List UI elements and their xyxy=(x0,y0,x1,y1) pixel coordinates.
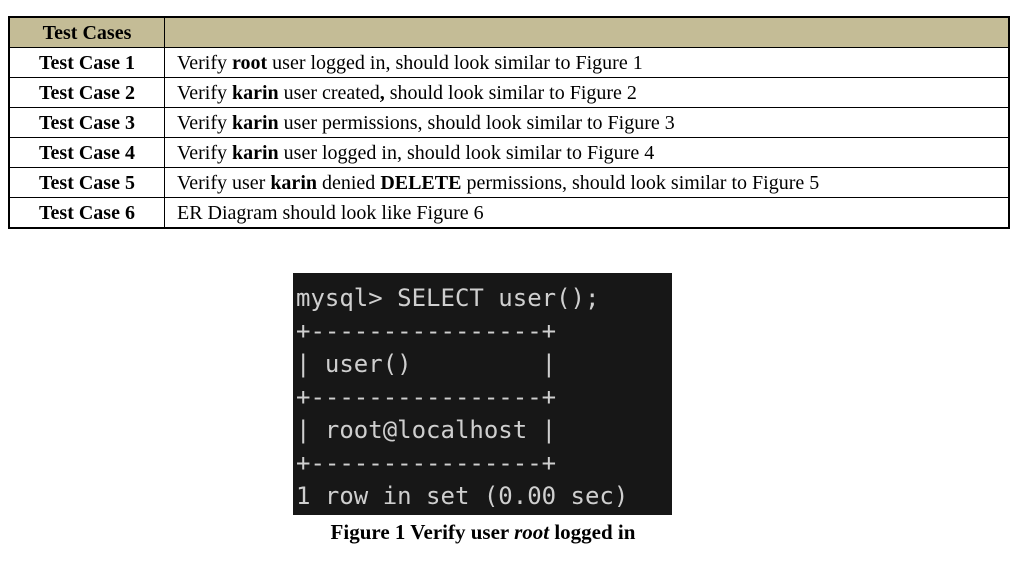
test-case-description: Verify karin user permissions, should lo… xyxy=(164,107,1010,138)
text-segment: karin xyxy=(231,81,279,104)
figure-caption: Figure 1 Verify user root logged in xyxy=(293,520,673,545)
test-case-label: Test Case 4 xyxy=(8,137,165,168)
text-segment: user logged in, should look similar to F… xyxy=(278,141,655,164)
text-segment: ER Diagram should look like Figure 6 xyxy=(177,201,484,224)
table-header-title: Test Cases xyxy=(8,16,165,48)
table-header-empty-cell xyxy=(164,16,1010,48)
table-row: Test Case 6 ER Diagram should look like F… xyxy=(8,197,1010,229)
test-case-description: ER Diagram should look like Figure 6 xyxy=(164,197,1010,229)
text-segment: Verify xyxy=(177,141,232,164)
text-segment: user created xyxy=(278,81,380,104)
text-segment: karin xyxy=(270,171,317,194)
test-case-label: Test Case 2 xyxy=(8,77,165,108)
test-case-label: Test Case 6 xyxy=(8,197,165,229)
terminal-text: mysql> SELECT user(); +----------------+… xyxy=(296,284,629,510)
text-segment: permissions, should look similar to Figu… xyxy=(461,171,820,194)
test-case-label: Test Case 3 xyxy=(8,107,165,138)
test-case-label: Test Case 1 xyxy=(8,47,165,78)
test-case-description: Verify karin user created, should look s… xyxy=(164,77,1010,108)
text-segment: user logged in, should look similar to F… xyxy=(267,51,643,74)
text-segment: karin xyxy=(231,141,279,164)
figure-caption-prefix: Figure 1 Verify user xyxy=(330,520,515,544)
text-segment: user permissions, should look similar to… xyxy=(278,111,675,134)
text-segment: , xyxy=(379,81,385,104)
text-segment: should look similar to Figure 2 xyxy=(384,81,637,104)
table-header-row: Test Cases xyxy=(8,16,1010,48)
text-segment: DELETE xyxy=(380,171,462,194)
figure-caption-italic-word: root xyxy=(514,520,550,544)
terminal-screenshot: mysql> SELECT user(); +----------------+… xyxy=(293,273,672,515)
text-segment: root xyxy=(231,51,268,74)
text-segment: denied xyxy=(317,171,381,194)
text-segment: karin xyxy=(231,111,279,134)
text-segment: Verify xyxy=(177,111,232,134)
text-segment: Verify xyxy=(177,51,232,74)
figure-caption-suffix: logged in xyxy=(549,520,636,544)
text-segment: Verify xyxy=(177,81,232,104)
test-cases-table-header: Test Cases xyxy=(8,16,1010,48)
test-case-description: Verify user karin denied DELETE permissi… xyxy=(164,167,1010,198)
test-case-description: Verify root user logged in, should look … xyxy=(164,47,1010,78)
test-case-label: Test Case 5 xyxy=(8,167,165,198)
test-case-description: Verify karin user logged in, should look… xyxy=(164,137,1010,168)
text-segment: Verify user xyxy=(177,171,271,194)
